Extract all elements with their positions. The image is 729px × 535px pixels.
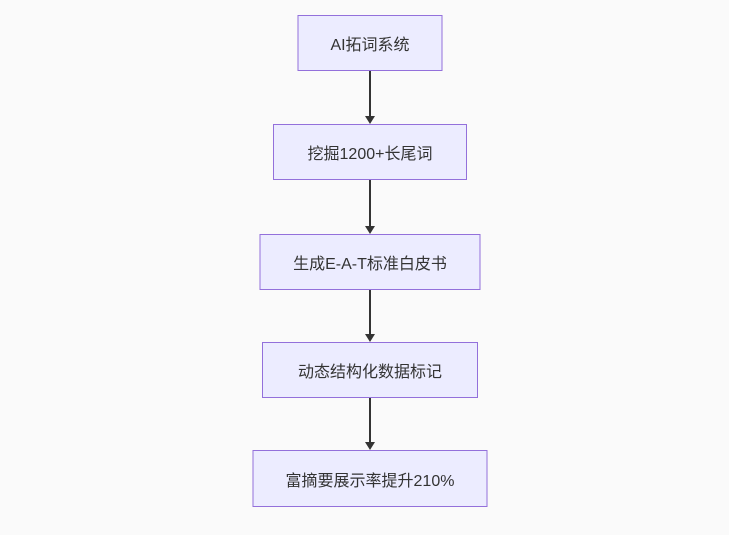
arrow-down-icon xyxy=(365,116,375,124)
flow-node-dynamic-structured-data-markup: 动态结构化数据标记 xyxy=(262,342,478,398)
flow-node-label: 富摘要展示率提升210% xyxy=(285,472,455,490)
arrow-line xyxy=(369,290,371,334)
arrow-down-icon xyxy=(365,226,375,234)
flow-node-label: AI拓词系统 xyxy=(330,37,410,54)
arrow-line xyxy=(369,71,371,116)
flow-node-label: 挖掘1200+长尾词 xyxy=(307,146,433,163)
flow-arrow-2 xyxy=(365,180,375,234)
flow-node-label: 生成E-A-T标准白皮书 xyxy=(293,256,447,273)
flow-arrow-3 xyxy=(365,290,375,342)
flow-node-ai-word-expansion-system: AI拓词系统 xyxy=(297,15,443,71)
arrow-line xyxy=(369,398,371,442)
flow-arrow-1 xyxy=(365,71,375,124)
flow-node-label: 动态结构化数据标记 xyxy=(297,364,442,381)
arrow-down-icon xyxy=(365,334,375,342)
flow-node-mine-longtail-keywords: 挖掘1200+长尾词 xyxy=(273,124,467,180)
flow-node-rich-snippet-rate-increase: 富摘要展示率提升210% xyxy=(252,450,488,507)
arrow-down-icon xyxy=(365,442,375,450)
flow-arrow-4 xyxy=(365,398,375,450)
arrow-line xyxy=(369,180,371,226)
flow-node-generate-eat-whitepaper: 生成E-A-T标准白皮书 xyxy=(259,234,481,290)
